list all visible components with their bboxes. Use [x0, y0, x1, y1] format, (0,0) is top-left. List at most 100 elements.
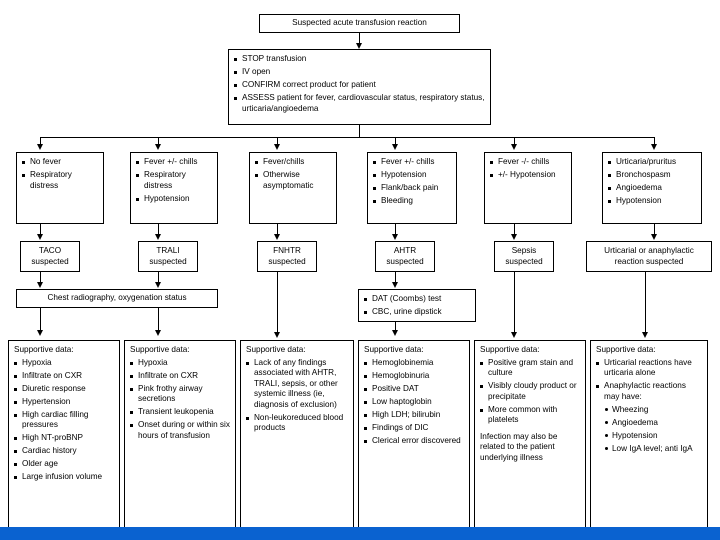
supportive-list-taco: Hypoxia Infiltrate on CXR Diuretic respo… — [14, 358, 115, 483]
list-item: Non-leukoreduced blood products — [246, 413, 349, 434]
arrow-branch-4 — [392, 144, 398, 150]
connector-cxr-to-support1 — [40, 308, 41, 332]
list-item: Fever +/- chills — [136, 157, 213, 168]
arrow-urticarial-to-support — [642, 332, 648, 338]
supportive-heading: Supportive data: — [130, 345, 190, 354]
arrow-sym2-dx2 — [155, 234, 161, 240]
arrow-dat-to-support4 — [392, 330, 398, 336]
bottom-accent-bar — [0, 527, 720, 540]
diagnosis-box-trali: TRALI suspected — [138, 241, 198, 272]
list-item: No fever — [22, 157, 99, 168]
list-item: Positive gram stain and culture — [480, 358, 581, 379]
supportive-heading: Supportive data: — [246, 345, 306, 354]
list-item: Urticarial reactions have urticaria alon… — [596, 358, 703, 379]
list-item: Pink frothy airway secretions — [130, 384, 231, 405]
workup-list-dat: DAT (Coombs) test CBC, urine dipstick — [364, 294, 471, 318]
list-item: CBC, urine dipstick — [364, 307, 471, 318]
diagnosis-label: TACO suspected — [31, 245, 69, 266]
arrow-branch-1 — [37, 144, 43, 150]
supportive-heading: Supportive data: — [596, 345, 656, 354]
list-item: +/- Hypotension — [490, 170, 567, 181]
symptom-list-3: Fever/chills Otherwise asymptomatic — [255, 157, 332, 191]
list-item: Fever -/- chills — [490, 157, 567, 168]
connector-sym3-dx3 — [277, 224, 278, 236]
initial-actions-list: STOP transfusion IV open CONFIRM correct… — [234, 54, 486, 114]
list-item: Otherwise asymptomatic — [255, 170, 332, 191]
list-item: STOP transfusion — [234, 54, 486, 65]
list-item: Hemoglobinuria — [364, 371, 465, 382]
connector-title-to-actions — [359, 33, 360, 45]
arrow-trali-to-cxr — [155, 282, 161, 288]
supportive-box-sepsis: Supportive data: Positive gram stain and… — [474, 340, 586, 528]
list-item: Fever/chills — [255, 157, 332, 168]
diagnosis-box-urticarial-anaphylactic: Urticarial or anaphylactic reaction susp… — [586, 241, 712, 272]
connector-sepsis-to-support — [514, 272, 515, 334]
list-item: Cardiac history — [14, 446, 115, 457]
flowchart-title-box: Suspected acute transfusion reaction — [259, 14, 460, 33]
supportive-note-sepsis: Infection may also be related to the pat… — [480, 431, 558, 462]
supportive-box-fnhtr: Supportive data: Lack of any findings as… — [240, 340, 354, 528]
workup-box-dat-cbc: DAT (Coombs) test CBC, urine dipstick — [358, 289, 476, 322]
list-item: Bronchospasm — [608, 170, 697, 181]
list-item: Hypoxia — [130, 358, 231, 369]
arrow-sym6-dx6 — [651, 234, 657, 240]
symptom-box-1: No fever Respiratory distress — [16, 152, 104, 224]
list-item: Flank/back pain — [373, 183, 452, 194]
symptom-box-2: Fever +/- chills Respiratory distress Hy… — [130, 152, 218, 224]
symptom-list-2: Fever +/- chills Respiratory distress Hy… — [136, 157, 213, 204]
arrow-fnhtr-to-support — [274, 332, 280, 338]
list-item: Fever +/- chills — [373, 157, 452, 168]
diagnosis-box-fnhtr: FNHTR suspected — [257, 241, 317, 272]
supportive-heading: Supportive data: — [480, 345, 540, 354]
arrow-sym3-dx3 — [274, 234, 280, 240]
supportive-box-trali: Supportive data: Hypoxia Infiltrate on C… — [124, 340, 236, 528]
list-item: Hypotension — [608, 196, 697, 207]
list-item: Infiltrate on CXR — [130, 371, 231, 382]
connector-sym5-dx5 — [514, 224, 515, 236]
arrow-sym1-dx1 — [37, 234, 43, 240]
diagnosis-label: TRALI suspected — [149, 245, 187, 266]
list-item: Diuretic response — [14, 384, 115, 395]
list-item: Hypotension — [604, 431, 703, 442]
list-item: Anaphylactic reactions may have: Wheezin… — [596, 381, 703, 454]
supportive-sublist-anaphylactic: Wheezing Angioedema Hypotension Low IgA … — [604, 405, 703, 455]
list-item: Low haptoglobin — [364, 397, 465, 408]
list-item: CONFIRM correct product for patient — [234, 80, 486, 91]
list-item: Onset during or within six hours of tran… — [130, 420, 231, 441]
branch-drop-4 — [395, 137, 396, 146]
list-item: More common with platelets — [480, 405, 581, 426]
arrow-sym4-dx4 — [392, 234, 398, 240]
supportive-list-fnhtr: Lack of any findings associated with AHT… — [246, 358, 349, 434]
supportive-box-urticarial: Supportive data: Urticarial reactions ha… — [590, 340, 708, 528]
symptom-box-4: Fever +/- chills Hypotension Flank/back … — [367, 152, 457, 224]
symptom-list-6: Urticaria/pruritus Bronchospasm Angioede… — [608, 157, 697, 207]
supportive-box-taco: Supportive data: Hypoxia Infiltrate on C… — [8, 340, 120, 528]
arrow-taco-to-cxr — [37, 282, 43, 288]
list-item: Wheezing — [604, 405, 703, 416]
supportive-box-ahtr: Supportive data: Hemoglobinemia Hemoglob… — [358, 340, 470, 528]
symptom-box-3: Fever/chills Otherwise asymptomatic — [249, 152, 337, 224]
list-item: Bleeding — [373, 196, 452, 207]
connector-sym4-dx4 — [395, 224, 396, 236]
list-item: DAT (Coombs) test — [364, 294, 471, 305]
list-item: Low IgA level; anti IgA — [604, 444, 703, 455]
workup-label: Chest radiography, oxygenation status — [47, 293, 187, 303]
connector-cxr-to-support2 — [158, 308, 159, 332]
list-item: Findings of DIC — [364, 423, 465, 434]
symptom-list-4: Fever +/- chills Hypotension Flank/back … — [373, 157, 452, 207]
arrow-branch-3 — [274, 144, 280, 150]
list-item: ASSESS patient for fever, cardiovascular… — [234, 93, 486, 114]
connector-sym1-dx1 — [40, 224, 41, 236]
list-item: Angioedema — [608, 183, 697, 194]
arrow-branch-6 — [651, 144, 657, 150]
list-item: High cardiac filling pressures — [14, 410, 115, 431]
branch-drop-6 — [654, 137, 655, 146]
diagnosis-label: FNHTR suspected — [268, 245, 306, 266]
list-item: Transient leukopenia — [130, 407, 231, 418]
branch-drop-3 — [277, 137, 278, 146]
list-item: Large infusion volume — [14, 472, 115, 483]
arrow-title-to-actions — [356, 43, 362, 49]
connector-sym2-dx2 — [158, 224, 159, 236]
diagnosis-label: Sepsis suspected — [505, 245, 543, 266]
supportive-list-ahtr: Hemoglobinemia Hemoglobinuria Positive D… — [364, 358, 465, 447]
